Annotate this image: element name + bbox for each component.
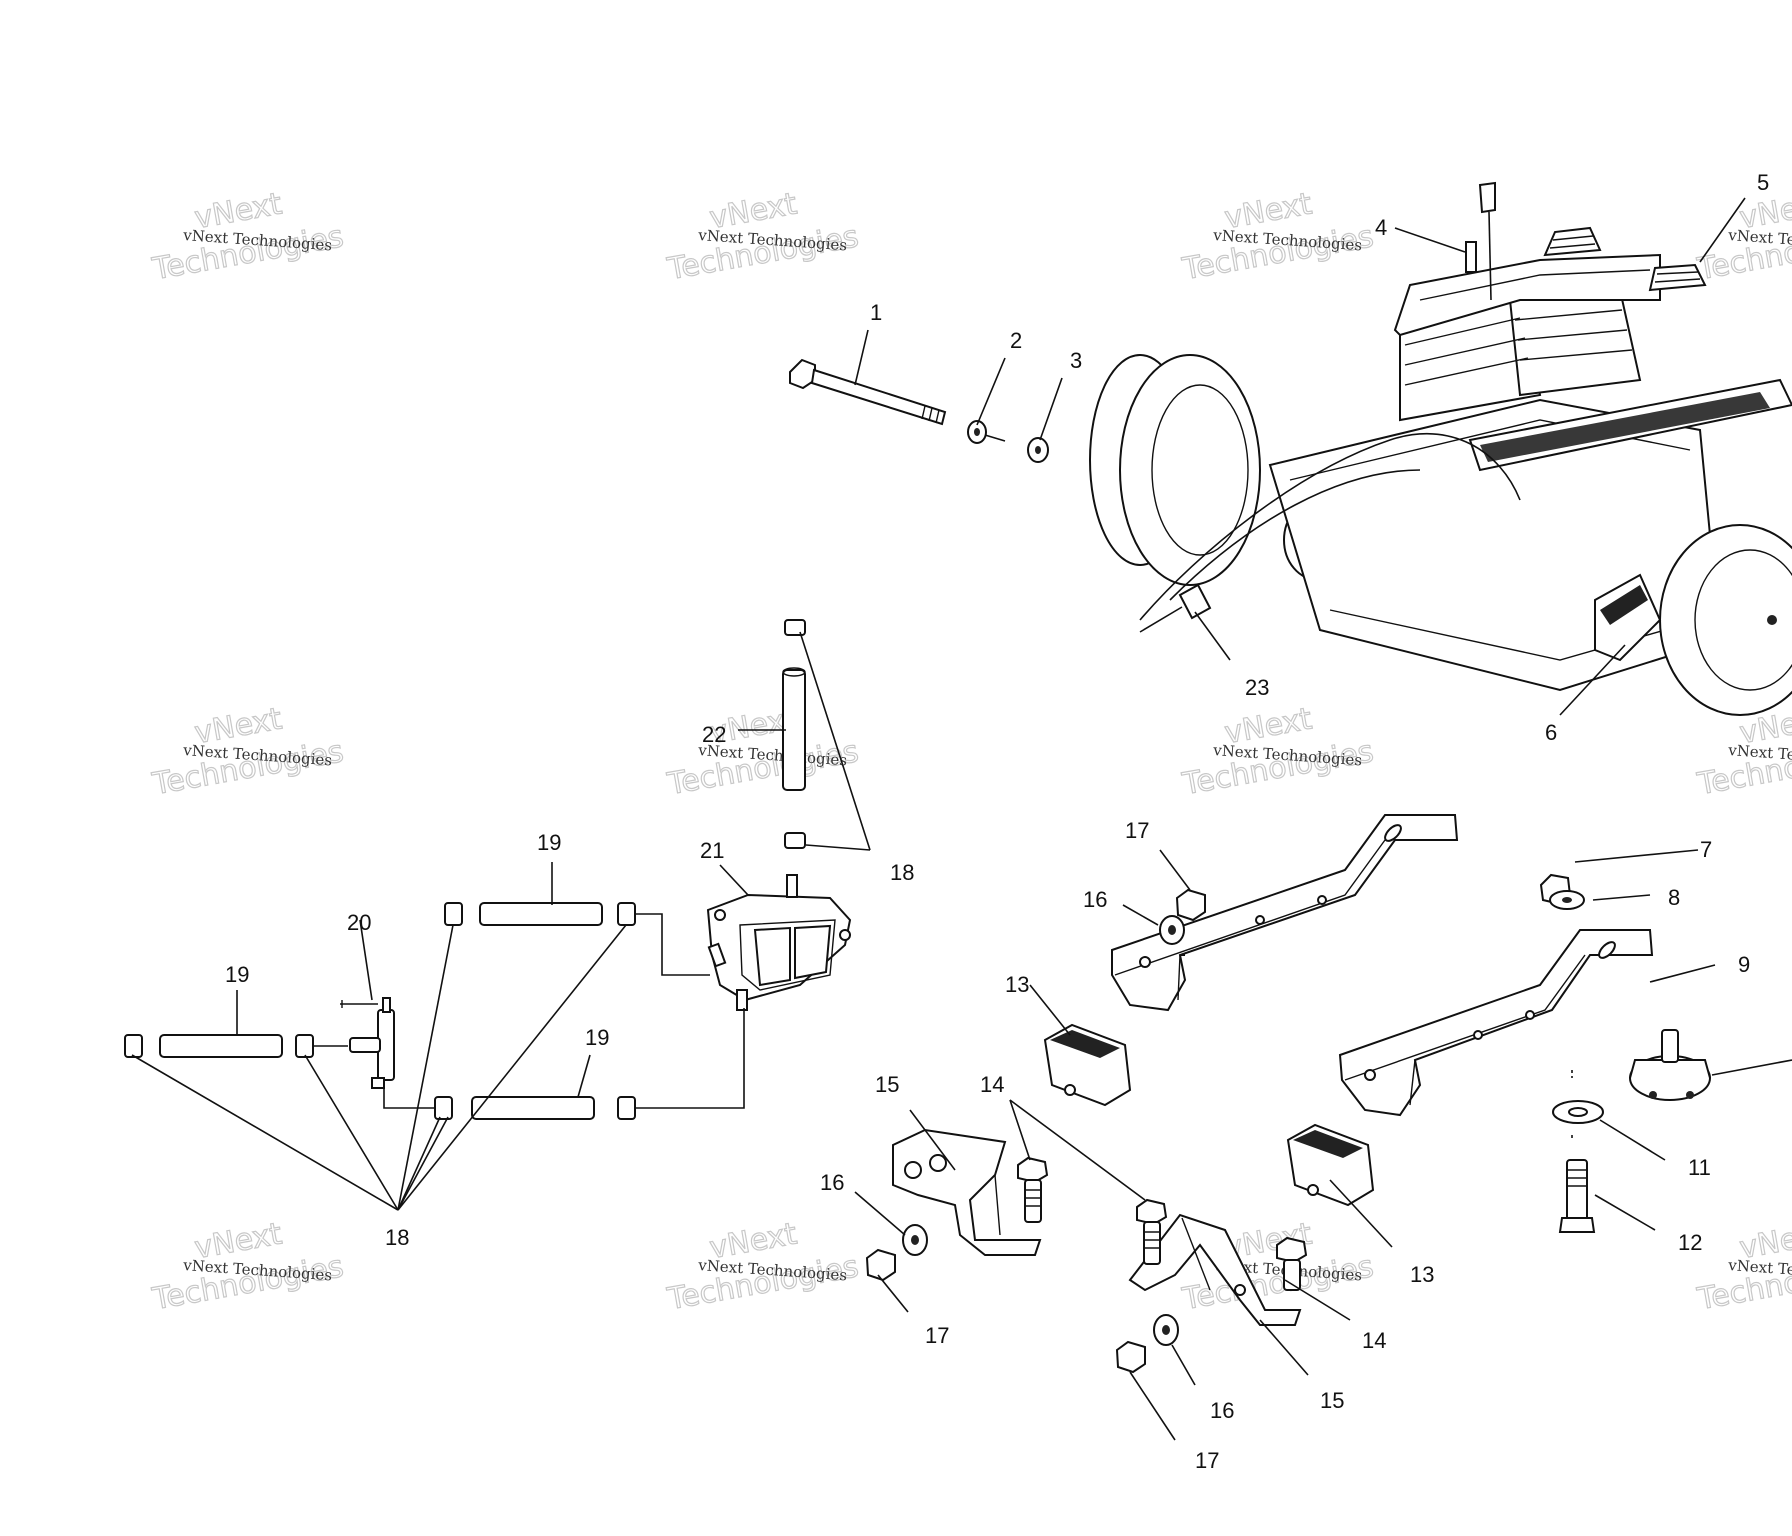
flange-bolt [1017,1156,1049,1223]
pump-fitting-bottom [736,989,748,1011]
pump-diaphragm-right [794,924,832,980]
callout-2: 2 [1010,328,1022,353]
callout-19: 19 [537,830,561,855]
callout-14: 14 [1362,1328,1386,1353]
throttle-cable [1139,432,1521,621]
callout-6: 6 [1545,720,1557,745]
engine-damper [1629,1029,1711,1101]
leader-lines [131,197,1792,1441]
cylinder-right [1508,288,1642,397]
fuel-hose-lower [471,1096,595,1120]
lock-nut [1115,1340,1146,1374]
callout-18: 18 [890,860,914,885]
callout-3: 3 [1070,348,1082,373]
hose-clamp [124,1034,143,1058]
rubber-mount [1043,1023,1132,1107]
callout-16: 16 [1083,887,1107,912]
front-mount-bracket-left [892,1128,1042,1256]
hose-clamp [434,1096,453,1120]
engine-assembly [1089,181,1792,716]
callout-12: 12 [1678,1230,1702,1255]
callout-22: 22 [702,722,726,747]
callout-14: 14 [980,1072,1004,1097]
callout-17: 17 [1195,1448,1219,1473]
spark-plug-cap-right [1648,263,1707,292]
callout-labels: 1 2 3 4 5 6 23 7 8 9 11 12 13 13 14 14 1… [225,170,1769,1473]
callout-23: 23 [1245,675,1269,700]
temp-sender-connector [1478,181,1496,214]
callout-19: 19 [585,1025,609,1050]
hose-clamp [784,832,806,849]
spark-plug-cap-left [1543,226,1602,257]
engine-bolt-set [789,358,1049,463]
callout-17: 17 [1125,818,1149,843]
clutch-sheave [1119,354,1261,586]
callout-17: 17 [925,1323,949,1348]
cable-adjuster [1178,583,1212,620]
callout-21: 21 [700,838,724,863]
tee-fitting [340,997,395,1089]
fuel-hose-upper [479,902,603,926]
callout-4: 4 [1375,215,1387,240]
callout-16: 16 [1210,1398,1234,1423]
hose-clamp [444,902,463,926]
callout-13: 13 [1410,1262,1434,1287]
callout-15: 15 [875,1072,899,1097]
hose-clamp [617,1096,636,1120]
engine-mount-bolt [810,368,947,426]
callout-5: 5 [1757,170,1769,195]
callout-15: 15 [1320,1388,1344,1413]
callout-16: 16 [820,1170,844,1195]
lock-nut [1175,888,1206,922]
callout-20: 20 [347,910,371,935]
callout-8: 8 [1668,885,1680,910]
callout-1: 1 [870,300,882,325]
callout-18: 18 [385,1225,409,1250]
callout-11: 11 [1688,1155,1711,1180]
rubber-mount [1286,1123,1375,1207]
flange-bolt [1136,1198,1168,1265]
callout-9: 9 [1738,952,1750,977]
callout-7: 7 [1700,837,1712,862]
engine-mount-bracket-lower [1338,929,1654,1117]
fuel-pump-assembly [124,619,852,1120]
lock-nut [865,1248,896,1282]
front-mount-bracket-right [1128,1213,1302,1326]
fuel-hose-left [159,1034,283,1058]
pump-diaphragm-left [753,926,791,987]
hose-clamp [295,1034,314,1058]
hose-clamp [784,619,806,636]
mount-bolt [1558,1159,1596,1233]
callout-19: 19 [225,962,249,987]
pump-fitting-left [707,942,727,968]
callout-13: 13 [1005,972,1029,997]
vent-hose [782,669,806,791]
temp-sender [1465,241,1477,273]
pump-fitting-top [786,874,798,898]
engine-mount-bracket-upper [1111,814,1459,1012]
hose-clamp [617,902,636,926]
